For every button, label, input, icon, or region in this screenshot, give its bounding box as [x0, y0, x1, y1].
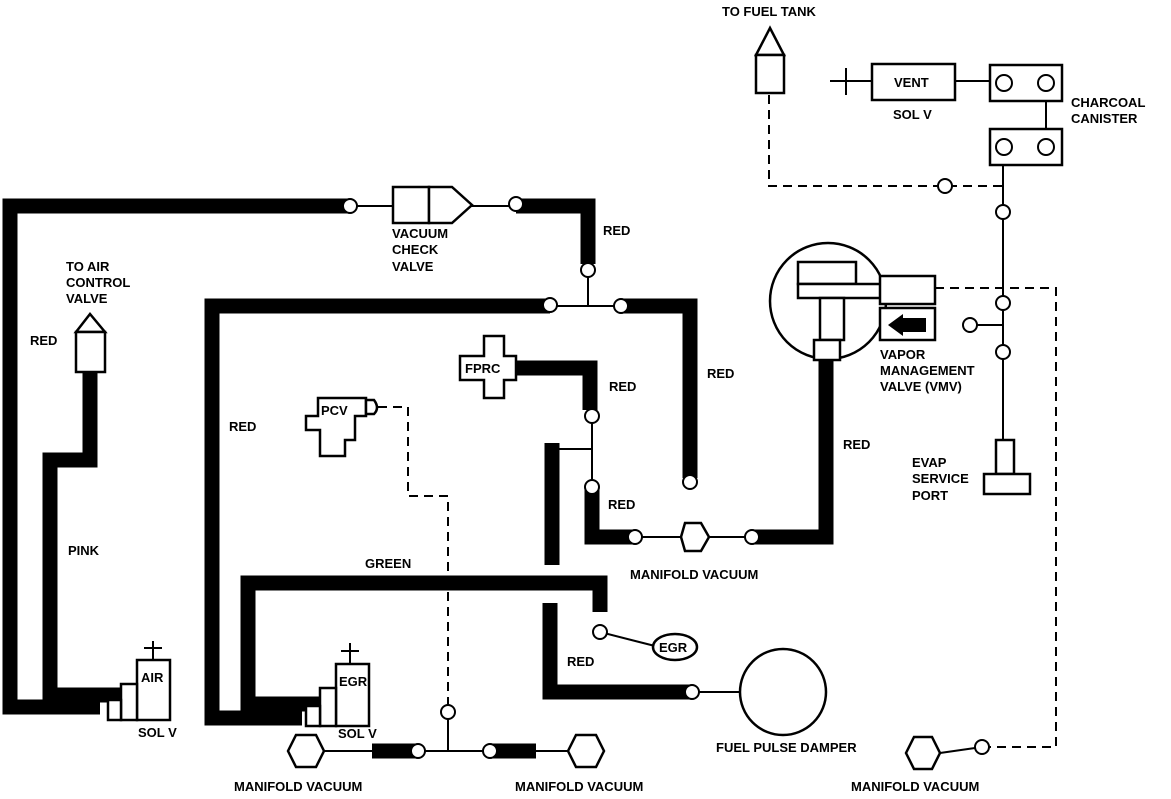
manifold-vacuum-hex-center: [679, 521, 711, 553]
label-charcoal: CHARCOAL: [1071, 95, 1145, 110]
label-management: MANAGEMENT: [880, 363, 975, 378]
label-red-lower: RED: [608, 497, 635, 512]
label-manifold-vacuum-center: MANIFOLD VACUUM: [630, 567, 758, 582]
red-hose-lower: [584, 485, 635, 545]
label-red-fprc: RED: [609, 379, 636, 394]
label-air-sol: AIR: [141, 670, 164, 685]
label-red-left: RED: [30, 333, 57, 348]
red-hose-damper: [542, 603, 692, 700]
egr-solenoid: [304, 643, 371, 728]
label-evap: EVAP: [912, 455, 947, 470]
fuel-pulse-damper: [738, 647, 828, 737]
label-vacuum: VACUUM: [392, 226, 448, 241]
air-solenoid: [106, 641, 172, 722]
evap-service-port: [982, 438, 1032, 496]
label-fprc: FPRC: [465, 361, 501, 376]
label-canister: CANISTER: [1071, 111, 1138, 126]
dashed-pcv-line: [378, 406, 449, 712]
label-fuel-pulse-damper: FUEL PULSE DAMPER: [716, 740, 857, 755]
label-green: GREEN: [365, 556, 411, 571]
red-hose-check-valve: [516, 198, 596, 264]
vent-solenoid: [870, 62, 957, 102]
label-control: CONTROL: [66, 275, 130, 290]
vacuum-check-valve: [391, 185, 474, 225]
label-manifold-vacuum-1: MANIFOLD VACUUM: [234, 779, 362, 794]
dashed-vmv-line: [935, 287, 1057, 748]
label-sol-v-vent: SOL V: [893, 107, 932, 122]
label-red-vmv: RED: [843, 437, 870, 452]
label-check: CHECK: [392, 242, 439, 257]
label-egr-sol: EGR: [339, 674, 368, 689]
label-red-check: RED: [603, 223, 630, 238]
fprc-valve: [458, 334, 518, 400]
charcoal-canister: [988, 63, 1064, 167]
manifold-vacuum-hex-2: [566, 733, 606, 769]
pcv-valve: [304, 396, 379, 458]
red-hose-vmv: [752, 360, 834, 545]
label-sol-v-air: SOL V: [138, 725, 177, 740]
label-red-mid: RED: [707, 366, 734, 381]
label-port: PORT: [912, 488, 948, 503]
fuel-tank-connector: [753, 25, 787, 95]
label-manifold-vacuum-3: MANIFOLD VACUUM: [851, 779, 979, 794]
label-to-air: TO AIR: [66, 259, 110, 274]
egr-valve: [651, 632, 699, 662]
red-hose-right: [621, 298, 698, 478]
red-hose-fprc: [514, 360, 598, 410]
label-manifold-vacuum-2: MANIFOLD VACUUM: [515, 779, 643, 794]
air-control-valve-connector: [73, 312, 108, 374]
manifold-vacuum-hex-3: [904, 735, 942, 771]
label-red-damper: RED: [567, 654, 594, 669]
red-hose-outer: [2, 198, 350, 715]
label-service: SERVICE: [912, 471, 969, 486]
pink-hose: [42, 372, 120, 703]
label-valve: VALVE: [392, 259, 434, 274]
label-egr-valve: EGR: [659, 640, 688, 655]
label-vapor: VAPOR: [880, 347, 926, 362]
manifold-vacuum-hex-1: [286, 733, 326, 769]
label-pcv: PCV: [321, 403, 348, 418]
label-sol-v-egr: SOL V: [338, 726, 377, 741]
red-hose-inner: [204, 298, 550, 726]
green-hose: [240, 575, 608, 712]
dashed-fuel-tank-line: [768, 95, 1003, 187]
vapor-management-valve: [768, 241, 937, 362]
label-vmv: VALVE (VMV): [880, 379, 962, 394]
label-pink: PINK: [68, 543, 100, 558]
label-to-fuel-tank: TO FUEL TANK: [722, 4, 817, 19]
label-vent: VENT: [894, 75, 929, 90]
label-valve-air: VALVE: [66, 291, 108, 306]
label-red-inner: RED: [229, 419, 256, 434]
